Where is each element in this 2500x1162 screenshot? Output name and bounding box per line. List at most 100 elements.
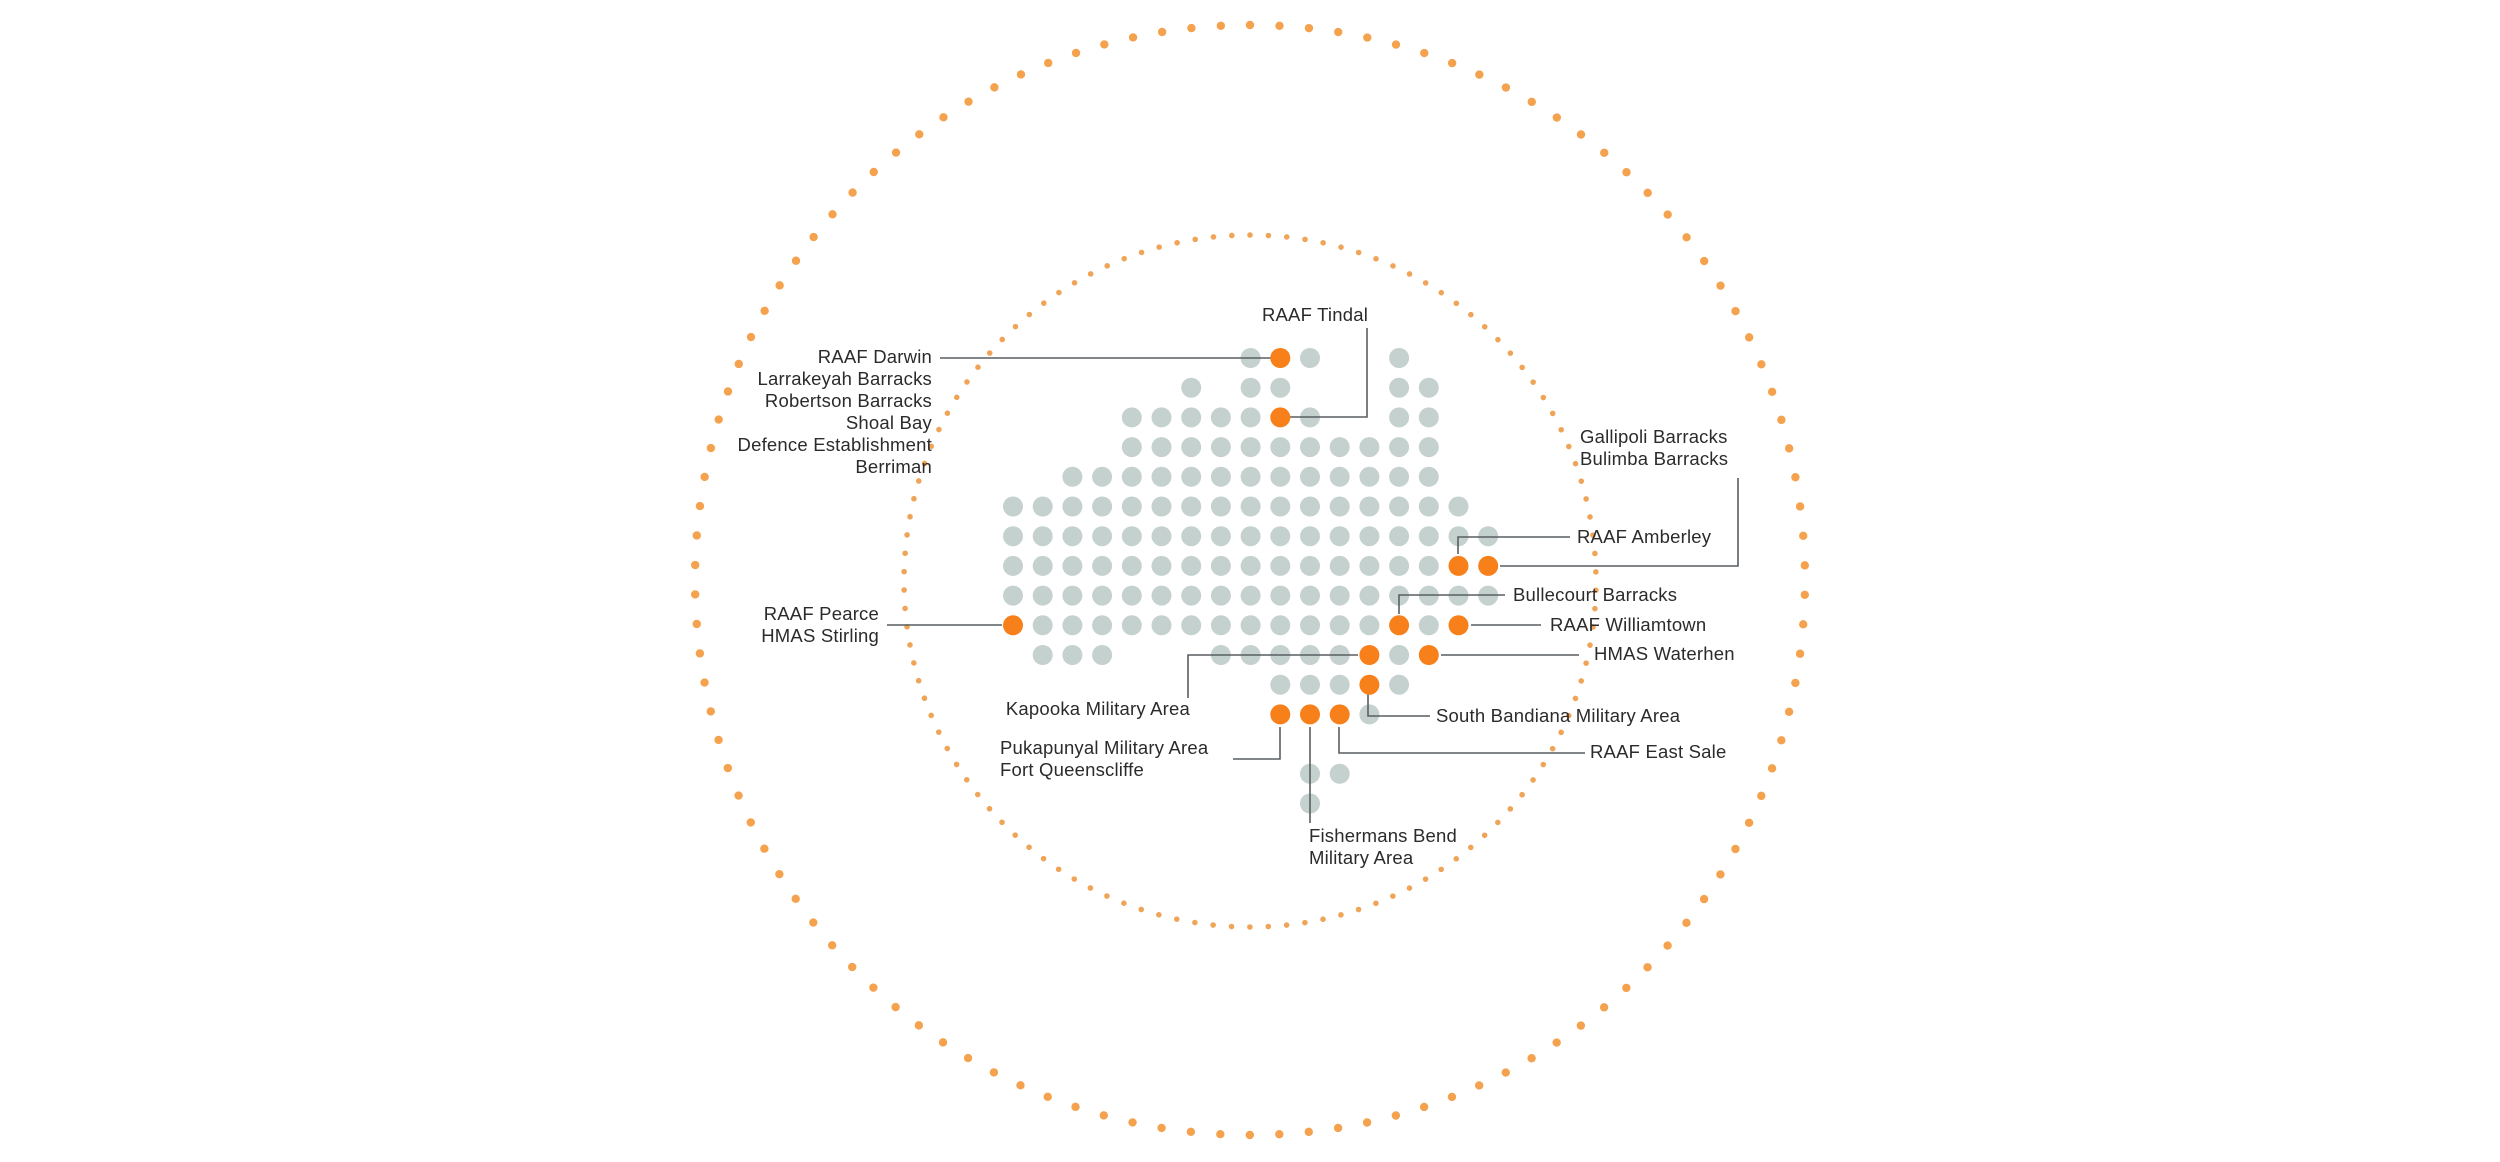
land-dot xyxy=(1359,555,1380,576)
land-dot xyxy=(1300,526,1320,547)
land-dot xyxy=(1181,496,1202,517)
site-label: Defence Establishment xyxy=(737,434,932,455)
land-dot xyxy=(1329,496,1350,517)
land-dot xyxy=(1270,555,1291,576)
land-dot xyxy=(1359,496,1380,517)
land-dot xyxy=(1032,645,1053,665)
land-dot xyxy=(1151,526,1172,547)
land-dot xyxy=(1270,437,1291,458)
leader-line-puckapunyal xyxy=(1233,727,1281,760)
land-dot xyxy=(1329,555,1350,576)
land-dot xyxy=(1389,496,1410,517)
land-dot xyxy=(1240,437,1261,458)
land-dot xyxy=(1121,555,1142,576)
land-dot xyxy=(1003,496,1023,517)
callout-tindal: RAAF Tindal xyxy=(1262,304,1368,326)
site-label: RAAF Amberley xyxy=(1577,526,1712,547)
land-dot xyxy=(1092,615,1113,636)
land-dot xyxy=(1270,585,1291,606)
site-label: RAAF Darwin xyxy=(817,346,932,367)
land-dot xyxy=(1448,496,1469,517)
land-dot xyxy=(1270,466,1291,487)
land-dot xyxy=(1240,585,1261,606)
land-dot xyxy=(1210,437,1231,458)
land-dot xyxy=(1210,615,1231,636)
land-dot xyxy=(1092,555,1113,576)
land-dot xyxy=(1270,496,1291,517)
land-dot xyxy=(1300,615,1320,636)
land-dot xyxy=(1121,496,1142,517)
land-dot xyxy=(1389,555,1410,576)
leader-line-kapooka xyxy=(1187,654,1358,698)
site-marker-dot xyxy=(1359,645,1380,665)
callout-pearce: RAAF Pearce HMAS Stirling xyxy=(761,603,879,647)
land-dot xyxy=(1389,348,1410,368)
land-dot xyxy=(1151,437,1172,458)
land-dot xyxy=(1210,585,1231,606)
outer-range-ring xyxy=(690,20,1810,1140)
site-marker-dot xyxy=(1448,615,1469,636)
land-dot xyxy=(1240,466,1261,487)
site-label: Shoal Bay xyxy=(845,412,932,433)
land-dot xyxy=(1329,674,1350,695)
land-dot xyxy=(1121,526,1142,547)
land-dot xyxy=(1092,466,1113,487)
leader-line-tindal xyxy=(1290,328,1368,418)
site-label: RAAF Williamtown xyxy=(1550,614,1707,635)
land-dot xyxy=(1270,615,1291,636)
land-dot xyxy=(1062,466,1083,487)
land-dot xyxy=(1359,466,1380,487)
land-dot xyxy=(1240,555,1261,576)
leader-line-amberley xyxy=(1457,536,1570,554)
site-label: Bullecourt Barracks xyxy=(1513,584,1678,605)
land-dot xyxy=(1240,407,1261,428)
site-marker-dot xyxy=(1270,348,1291,368)
callout-puckapunyal: Pukapunyal Military Area Fort Queensclif… xyxy=(1000,737,1208,781)
site-label: South Bandiana Military Area xyxy=(1436,705,1681,726)
leader-line-bandiana xyxy=(1367,686,1430,717)
callout-amberley: RAAF Amberley xyxy=(1577,526,1711,548)
land-dot xyxy=(1418,555,1439,576)
land-dot xyxy=(1092,526,1113,547)
land-dot xyxy=(1151,585,1172,606)
land-dot xyxy=(1151,496,1172,517)
callout-bullecourt: Bullecourt Barracks xyxy=(1513,584,1677,606)
land-dot xyxy=(1300,437,1320,458)
site-label: Kapooka Military Area xyxy=(1005,698,1190,719)
land-dot xyxy=(1389,674,1410,695)
land-dot xyxy=(1359,585,1380,606)
land-dot xyxy=(1151,466,1172,487)
land-dot xyxy=(1032,555,1053,576)
land-dot xyxy=(1092,496,1113,517)
land-dot xyxy=(1389,437,1410,458)
site-marker-dot xyxy=(1478,555,1499,576)
land-dot xyxy=(1003,526,1023,547)
land-dot xyxy=(1181,437,1202,458)
callout-williamtown: RAAF Williamtown xyxy=(1550,614,1706,636)
callout-kapooka: Kapooka Military Area xyxy=(1006,698,1190,720)
land-dot xyxy=(1062,526,1083,547)
land-dot xyxy=(1418,407,1439,428)
land-dot xyxy=(1300,585,1320,606)
leader-line-eastsale xyxy=(1338,727,1585,754)
land-dot xyxy=(1359,615,1380,636)
land-dot xyxy=(1329,466,1350,487)
land-dot xyxy=(1121,407,1142,428)
land-dot xyxy=(1151,555,1172,576)
land-dot xyxy=(1121,437,1142,458)
land-dot xyxy=(1092,585,1113,606)
land-dot xyxy=(1270,674,1291,695)
site-label: HMAS Stirling xyxy=(761,625,879,646)
land-dot xyxy=(1062,585,1083,606)
land-dot xyxy=(1032,526,1053,547)
land-dot xyxy=(1062,615,1083,636)
site-marker-dot xyxy=(1270,704,1291,725)
land-dot xyxy=(1151,407,1172,428)
land-dot xyxy=(1121,466,1142,487)
callout-fishermans: Fishermans Bend Military Area xyxy=(1309,825,1457,869)
site-marker-dot xyxy=(1300,704,1320,725)
land-dot xyxy=(1032,615,1053,636)
callout-bandiana: South Bandiana Military Area xyxy=(1436,705,1680,727)
callout-gallipoli: Gallipoli Barracks Bulimba Barracks xyxy=(1580,426,1728,470)
land-dot xyxy=(1300,348,1320,368)
